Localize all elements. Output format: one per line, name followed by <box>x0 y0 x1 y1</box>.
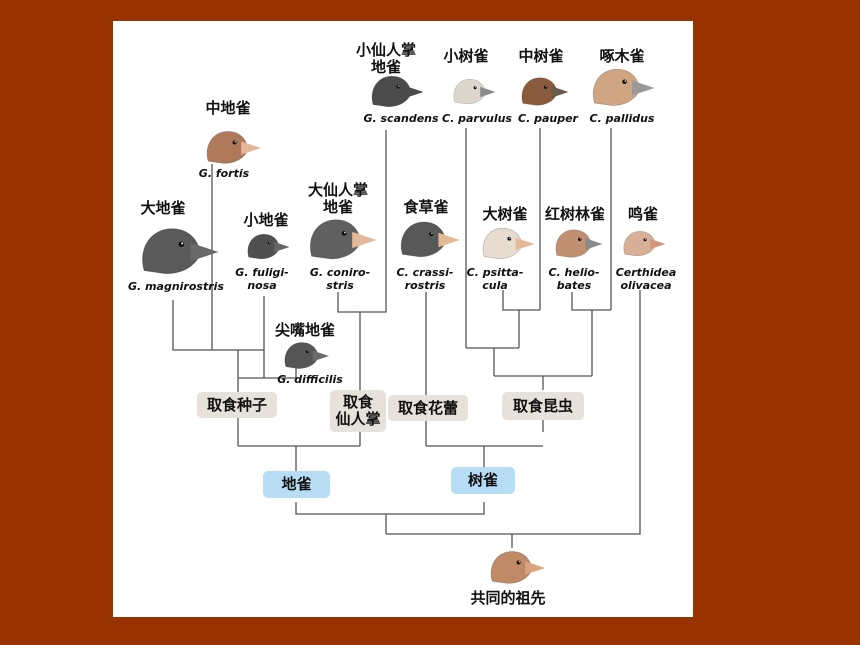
label-g-fortis-cn: 中地雀 <box>205 99 251 117</box>
label-c-crassirostris-sci: C. crassi-rostris <box>396 266 454 292</box>
label-g-magnirostris-cn: 大地雀 <box>140 199 186 217</box>
branch-heliobates <box>571 292 611 311</box>
branch-warbler-join <box>386 290 641 535</box>
bird-g-magnirostris-icon <box>142 228 219 275</box>
label-c-heliobates-cn: 红树林雀 <box>544 205 606 223</box>
label-g-fuliginosa-cn: 小地雀 <box>243 211 289 229</box>
label-c-heliobates-sci: C. helio-bates <box>548 266 600 292</box>
diet-tag-cactus: 取食仙人掌 <box>330 390 386 432</box>
label-c-pauper-sci: C. pauper <box>518 112 578 125</box>
label-c-pauper-cn: 中树雀 <box>518 47 564 65</box>
diet-tag-flower-buds: 取食花蕾 <box>388 395 468 421</box>
label-g-difficilis-sci: G. difficilis <box>277 373 343 386</box>
bird-c-crassirostris-icon <box>400 221 460 258</box>
bird-g-difficilis-icon <box>284 342 329 369</box>
branch-cactus-up <box>359 130 387 390</box>
bird-g-fortis-icon <box>206 131 261 164</box>
label-c-pallidus-sci: C. pallidus <box>589 112 655 125</box>
label-g-fortis-sci: G. fortis <box>198 167 250 180</box>
bird-c-psittacula-icon <box>482 227 535 260</box>
label-g-fuliginosa-sci: G. fuligi-nosa <box>235 266 289 292</box>
diet-tag-seeds: 取食种子 <box>197 392 277 418</box>
bird-g-scandens-icon <box>371 75 424 108</box>
bird-c-pallidus-icon <box>592 68 655 106</box>
label-c-parvulus-cn: 小树雀 <box>443 47 489 65</box>
branch-root <box>295 502 485 515</box>
label-g-conirostris-sci: G. coniro-stris <box>309 266 371 292</box>
ancestor-label: 共同的祖先 <box>470 589 546 607</box>
ancestor-bird-icon <box>490 551 545 584</box>
label-c-psittacula-cn: 大树雀 <box>482 205 528 223</box>
group-tag-tree-finches: 树雀 <box>451 467 515 494</box>
label-g-scandens-sci: G. scandens <box>363 112 439 125</box>
label-c-crassirostris-cn: 食草雀 <box>403 198 449 216</box>
label-c-pallidus-cn: 啄木雀 <box>599 47 645 65</box>
diagram-panel <box>113 21 693 617</box>
bird-c-parvulus-icon <box>453 78 496 105</box>
bird-c-pauper-icon <box>521 77 569 106</box>
branch-magni-fuli <box>172 300 212 351</box>
label-certhidea-olivacea-cn: 鸣雀 <box>627 205 659 223</box>
label-c-parvulus-sci: C. parvulus <box>442 112 512 125</box>
label-c-psittacula-sci: C. psitta-cula <box>466 266 524 292</box>
group-tag-ground-finches: 地雀 <box>263 471 330 498</box>
branch-conirostris <box>337 292 360 313</box>
bird-certhidea-olivacea-icon <box>623 230 666 257</box>
diet-tag-insects: 取食昆虫 <box>502 392 584 420</box>
bird-g-conirostris-icon <box>310 219 377 260</box>
bird-c-heliobates-icon <box>555 229 603 258</box>
label-g-scandens-cn: 小仙人掌地雀 <box>355 41 417 76</box>
branch-psittacula <box>502 290 540 311</box>
bird-g-fuliginosa-icon <box>247 233 290 260</box>
label-g-difficilis-cn: 尖嘴地雀 <box>274 321 336 339</box>
label-g-conirostris-cn: 大仙人掌地雀 <box>307 181 369 216</box>
label-g-magnirostris-sci: G. magnirostris <box>128 280 224 293</box>
